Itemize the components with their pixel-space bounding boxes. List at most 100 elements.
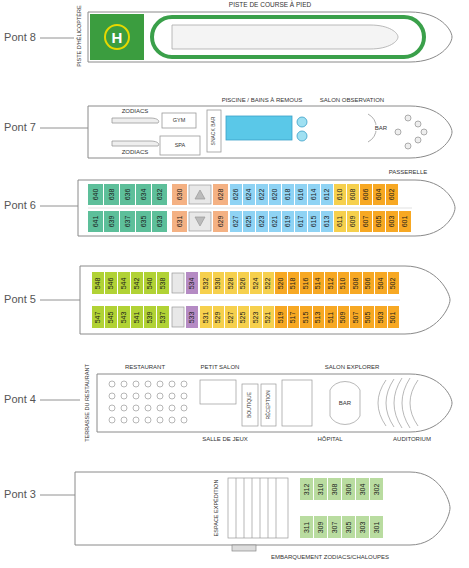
cabin-box: 631 <box>172 211 187 232</box>
table <box>109 405 115 411</box>
cabin-box: 617 <box>295 211 307 232</box>
cabin-number: 506 <box>365 277 372 289</box>
cabin-box: 305 <box>342 516 355 538</box>
cabin-number: 520 <box>277 277 284 289</box>
cabin-number: 306 <box>345 483 352 495</box>
cabin-number: 538 <box>160 277 167 289</box>
cabin-number: 605 <box>376 216 383 228</box>
cabin-box: 624 <box>243 184 255 205</box>
area-label: RESTAURANT <box>124 364 166 370</box>
cabin-number: 513 <box>315 311 322 323</box>
cabin-box: 511 <box>325 306 337 328</box>
cabin-number: 521 <box>265 311 272 323</box>
deck-name: Pont 6 <box>3 200 37 212</box>
cabin-number: 526 <box>240 277 247 289</box>
cabin-number: 517 <box>290 311 297 323</box>
cabin-box: 517 <box>288 306 300 328</box>
lockers <box>228 478 288 538</box>
deck-name: Pont 7 <box>3 122 37 134</box>
hull-outlines <box>75 12 455 545</box>
table <box>109 417 115 423</box>
cabin-number: 618 <box>285 189 292 201</box>
cabin-number: 502 <box>390 277 397 289</box>
cabin-box: 515 <box>300 306 312 328</box>
cabin-number: 309 <box>317 521 324 533</box>
cabin-number: 504 <box>377 277 384 289</box>
cabin-number: 630 <box>176 189 183 201</box>
helipad <box>90 14 144 60</box>
table <box>145 405 151 411</box>
table <box>145 393 151 399</box>
area-label: AUDITORIUM <box>392 436 432 442</box>
cabin-box: 612 <box>321 184 333 205</box>
cabin-box: 505 <box>363 306 375 328</box>
cabin-box: 528 <box>225 272 237 294</box>
cabin-box: 614 <box>308 184 320 205</box>
area-label: ESPACE EXPÉDITION <box>214 479 220 538</box>
area-label: PISTE DE COURSE À PIED <box>228 2 312 9</box>
cabin-number: 635 <box>140 216 147 228</box>
cabin-box: 518 <box>288 272 300 294</box>
area-label: SPA <box>174 143 187 149</box>
cabin-box: 628 <box>213 184 228 205</box>
table <box>157 381 163 387</box>
cabin-box: 640 <box>88 184 103 205</box>
cabin-number: 537 <box>160 311 167 323</box>
table <box>109 393 115 399</box>
cabin-number: 621 <box>272 216 279 228</box>
cabin-number: 310 <box>317 483 324 495</box>
cabin-number: 546 <box>108 277 115 289</box>
cabin-box: 522 <box>263 272 275 294</box>
cabin-number: 514 <box>315 277 322 289</box>
cabin-number: 631 <box>176 216 183 228</box>
cabin-box: 637 <box>120 211 135 232</box>
table <box>121 417 127 423</box>
area-label: ZODIACS <box>121 108 150 114</box>
cabin-box: 625 <box>243 211 255 232</box>
cabin-box: 629 <box>213 211 228 232</box>
cabin-box: 605 <box>373 211 385 232</box>
area-label: GYM <box>172 118 187 124</box>
cabin-number: 511 <box>327 311 334 322</box>
cabin-number: 625 <box>246 216 253 228</box>
cabin-number: 308 <box>331 483 338 495</box>
cabin-number: 636 <box>124 189 131 201</box>
area-label: PISTE D'HÉLICOPTÈRE <box>77 4 83 67</box>
area-label: ZODIACS <box>121 149 150 155</box>
cabin-number: 522 <box>265 277 272 289</box>
cabin-box: 502 <box>388 272 400 294</box>
cabin-number: 619 <box>285 216 292 228</box>
cabin-number: 607 <box>363 216 370 228</box>
cabin-number: 503 <box>377 311 384 323</box>
cabin-number: 641 <box>92 216 99 228</box>
cabin-box: 601 <box>399 211 411 232</box>
cabin-box: 523 <box>250 306 262 328</box>
cabin-box: 546 <box>105 272 117 294</box>
cabin-number: 611 <box>336 216 343 227</box>
cabin-box: 632 <box>152 184 167 205</box>
cabin-number: 609 <box>350 216 357 228</box>
cabin-box: 303 <box>356 516 369 538</box>
cabin-box: 532 <box>200 272 212 294</box>
cabin-number: 626 <box>233 189 240 201</box>
table <box>145 417 151 423</box>
table <box>109 381 115 387</box>
cabin-box: 510 <box>338 272 350 294</box>
cabin-number: 620 <box>272 189 279 201</box>
cabin-number: 531 <box>202 311 209 323</box>
cabin-number: 533 <box>189 311 196 323</box>
cabin-box: 537 <box>157 306 169 328</box>
cabin-number: 303 <box>359 521 366 533</box>
cabin-box: 311 <box>300 516 313 538</box>
area-label: EMBARQUEMENT ZODIACS/CHALOUPES <box>270 554 390 560</box>
boarding-ramp <box>232 545 256 551</box>
cabin-box: 611 <box>334 211 346 232</box>
cabin-box: 506 <box>363 272 375 294</box>
deck-name: Pont 4 <box>3 394 37 406</box>
cabin-box: 622 <box>256 184 268 205</box>
area-label: PETIT SALON <box>200 364 241 370</box>
table <box>121 393 127 399</box>
table <box>157 417 163 423</box>
cabin-box: 604 <box>373 184 385 205</box>
table <box>133 381 139 387</box>
